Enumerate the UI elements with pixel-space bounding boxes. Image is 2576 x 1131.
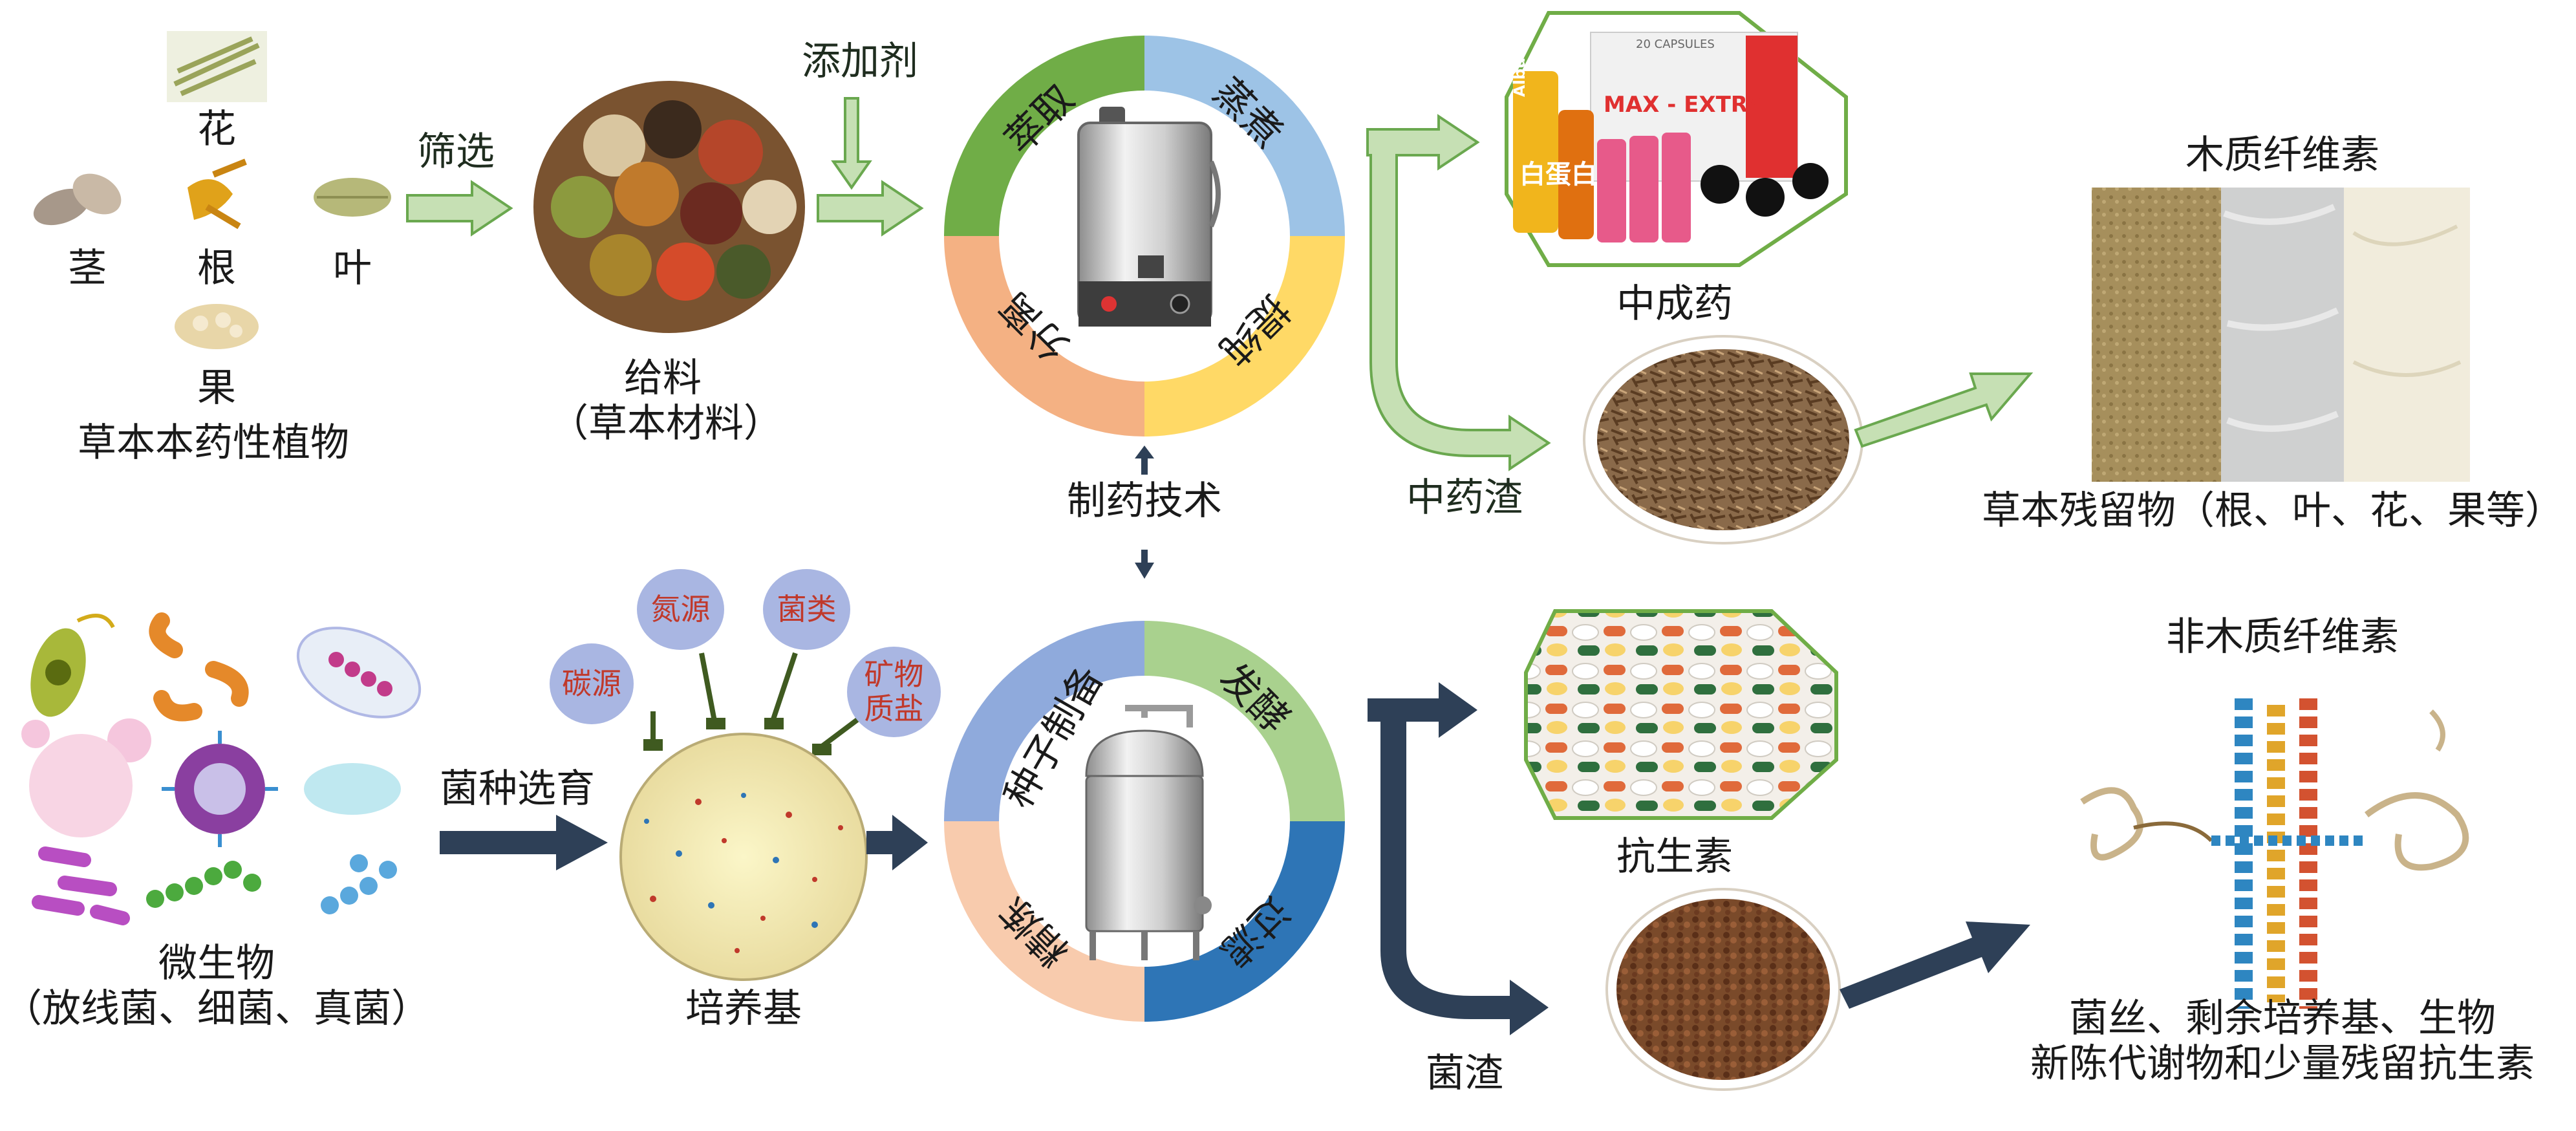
flower-thumbnail xyxy=(167,31,267,102)
herbal-process-ring xyxy=(944,36,1345,436)
fruit-label: 果 xyxy=(197,365,236,411)
bottle-cn-text: 白蛋白 xyxy=(1519,160,1597,189)
root-label: 根 xyxy=(197,246,236,291)
medicinal-plants-label: 草本本药性植物 xyxy=(78,420,349,466)
mycelial-residue-image xyxy=(1605,888,1841,1091)
fungi-text: 菌类 xyxy=(777,592,837,627)
leaf-label: 叶 xyxy=(333,246,372,291)
pharma-tech-up-arrow xyxy=(1135,446,1154,475)
extraction-boiler-image xyxy=(1077,107,1221,327)
non-lignocellulose-caption-2: 新陈代谢物和少量残留抗生素 xyxy=(2030,1041,2535,1086)
stem-label: 茎 xyxy=(68,246,107,291)
mineral-text-1: 矿物 xyxy=(864,657,924,693)
breeding-label: 菌种选育 xyxy=(440,766,595,812)
nitrogen-source-text: 氮源 xyxy=(650,592,711,627)
screening-arrow xyxy=(406,180,513,237)
non-lignocellulose-caption-1: 菌丝、剩余培养基、生物 xyxy=(2069,996,2496,1041)
leaf-thumbnail xyxy=(314,178,391,217)
mineral-salt-bubble: 矿物 质盐 xyxy=(847,647,941,737)
fermenter-image xyxy=(1085,705,1212,960)
non-lignocellulose-title: 非木质纤维素 xyxy=(2166,614,2399,660)
patent-medicine-label: 中成药 xyxy=(1616,281,1733,327)
capsule-brand-text: MAX - EXTRA xyxy=(1604,92,1765,118)
bottle-label-text: Albumin xyxy=(1510,25,1529,97)
additive-arrow xyxy=(831,97,872,190)
mycelial-residue-label: 菌渣 xyxy=(1426,1051,1503,1096)
additive-label: 添加剂 xyxy=(802,39,918,84)
flower-label: 花 xyxy=(197,107,236,152)
ring2-to-products-arrows xyxy=(1368,682,1549,1035)
fungi-bubble: 菌类 xyxy=(763,569,850,650)
antibiotics-label: 抗生素 xyxy=(1616,834,1733,879)
mineral-text-2: 质盐 xyxy=(864,691,924,726)
feed-subtitle: （草本材料） xyxy=(550,401,782,446)
herbal-feed-image xyxy=(533,81,805,333)
root-thumbnail xyxy=(188,158,247,230)
microbes-subtitle: （放线菌、细菌、真菌） xyxy=(3,986,430,1031)
stem-thumbnail xyxy=(33,173,122,226)
carbon-source-bubble: 碳源 xyxy=(550,643,634,724)
feed-title: 给料 xyxy=(624,356,702,401)
lignocellulose-image xyxy=(2092,188,2470,482)
lignocellulose-title: 木质纤维素 xyxy=(2185,133,2379,178)
medium-to-ring-arrow xyxy=(866,815,928,870)
patent-medicine-octagon xyxy=(1505,11,1848,267)
microbes-label: 微生物 xyxy=(158,941,275,986)
protein-structure-image xyxy=(2080,698,2469,1009)
residue-to-lignin-arrow xyxy=(1854,372,2034,448)
medium-pins xyxy=(643,652,862,755)
residue-to-nonlignin-arrow xyxy=(1840,921,2030,1009)
culture-medium-label: 培养基 xyxy=(685,986,802,1031)
herbal-residue-image xyxy=(1583,335,1863,544)
capsule-count-text: 20 CAPSULES xyxy=(1636,38,1715,51)
culture-medium-dish xyxy=(619,733,868,981)
feed-to-ring-arrow xyxy=(817,180,924,237)
pharma-tech-down-arrow xyxy=(1135,550,1154,579)
ring-to-products-arrows xyxy=(1366,114,1551,471)
breeding-arrow xyxy=(440,815,608,870)
screening-label: 筛选 xyxy=(417,129,495,175)
carbon-source-text: 碳源 xyxy=(562,666,621,702)
herbal-residue-label: 中药渣 xyxy=(1406,475,1523,521)
nitrogen-source-bubble: 氮源 xyxy=(637,569,724,650)
antibiotics-octagon xyxy=(1524,609,1838,820)
fruit-thumbnail xyxy=(175,304,259,349)
lignocellulose-caption: 草本残留物（根、叶、花、果等） xyxy=(1982,488,2564,533)
pharma-tech-label: 制药技术 xyxy=(1067,479,1222,524)
microbial-process-ring xyxy=(944,621,1345,1022)
microbes-illustration xyxy=(21,612,422,925)
